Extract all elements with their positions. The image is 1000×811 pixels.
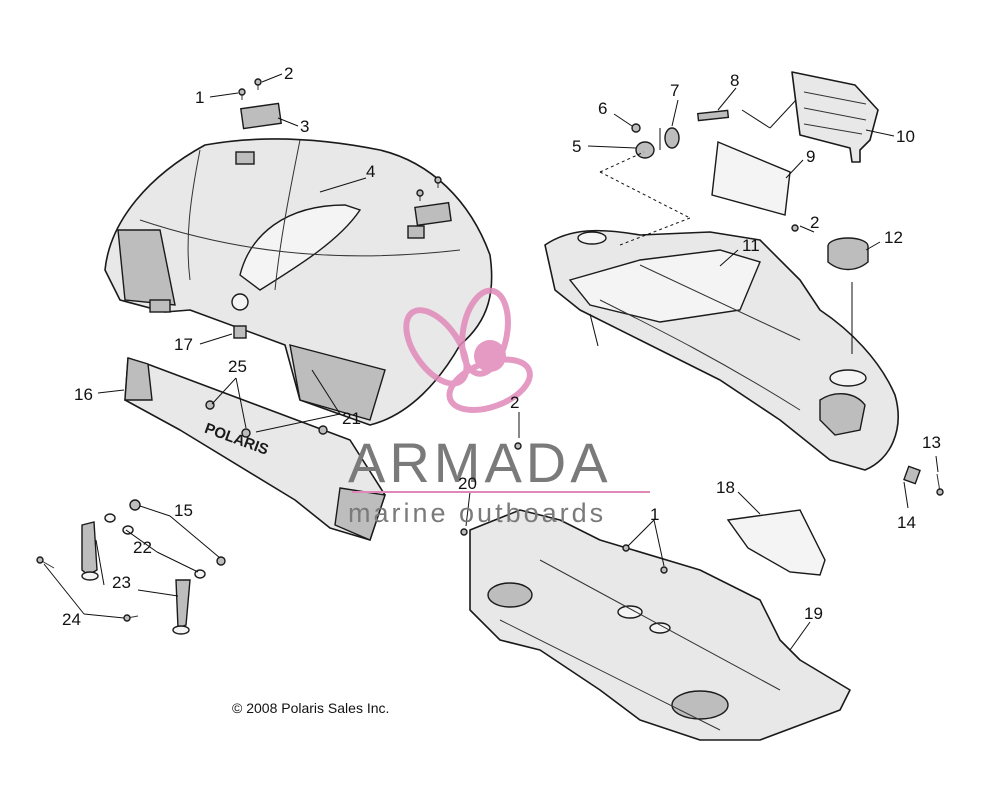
- hood-part: [104, 138, 493, 426]
- watermark-brand: ARMADA: [348, 431, 612, 494]
- callout-14: 14: [897, 513, 916, 532]
- callout-labels: 1 2 3 4 5 6 7 8 10 9 11 2 12 17 25 16 21…: [62, 64, 941, 629]
- callout-7: 7: [670, 81, 679, 100]
- hinge-part: [240, 102, 452, 227]
- rivet-parts: [460, 224, 799, 574]
- callout-3: 3: [300, 117, 309, 136]
- callout-15: 15: [174, 501, 193, 520]
- copyright-notice: © 2008 Polaris Sales Inc.: [232, 700, 389, 716]
- callout-1-floor: 1: [650, 505, 659, 524]
- fuel-cap-part: [827, 237, 869, 271]
- callout-12: 12: [884, 228, 903, 247]
- callout-17: 17: [174, 335, 193, 354]
- callout-1: 1: [195, 88, 204, 107]
- watermark-logo: [403, 287, 533, 413]
- callout-11: 11: [742, 236, 760, 255]
- callout-2: 2: [284, 64, 293, 83]
- storage-lid-part: [791, 71, 879, 163]
- callout-25: 25: [228, 357, 247, 376]
- callout-24: 24: [62, 610, 81, 629]
- access-cover-part: [726, 509, 826, 576]
- screw-parts: [238, 78, 442, 201]
- callout-6: 6: [598, 99, 607, 118]
- callout-9: 9: [806, 147, 815, 166]
- callout-8: 8: [730, 71, 739, 90]
- latch-parts: [631, 109, 730, 159]
- callout-22: 22: [133, 538, 152, 557]
- seal-part: [711, 140, 791, 216]
- callout-23: 23: [112, 573, 131, 592]
- leader-lines: [43, 73, 939, 651]
- callout-4: 4: [366, 162, 375, 181]
- callout-18: 18: [716, 478, 735, 497]
- watermark-tagline: marine outboards: [348, 498, 606, 528]
- callout-20: 20: [458, 474, 477, 493]
- callout-21: 21: [342, 409, 361, 428]
- adjuster-parts: [36, 499, 226, 635]
- callout-16: 16: [74, 385, 93, 404]
- dash-panel-part: [544, 229, 899, 471]
- callout-19: 19: [804, 604, 823, 623]
- floor-panel-part: [469, 509, 851, 741]
- fastener-parts-right: [903, 465, 944, 496]
- callout-10: 10: [896, 127, 915, 146]
- callout-13: 13: [922, 433, 941, 452]
- grille-part: POLARIS: [124, 357, 386, 541]
- callout-2-floor: 2: [510, 393, 519, 412]
- callout-2-dash: 2: [810, 213, 819, 232]
- clip-part: [233, 325, 247, 339]
- callout-5: 5: [572, 137, 581, 156]
